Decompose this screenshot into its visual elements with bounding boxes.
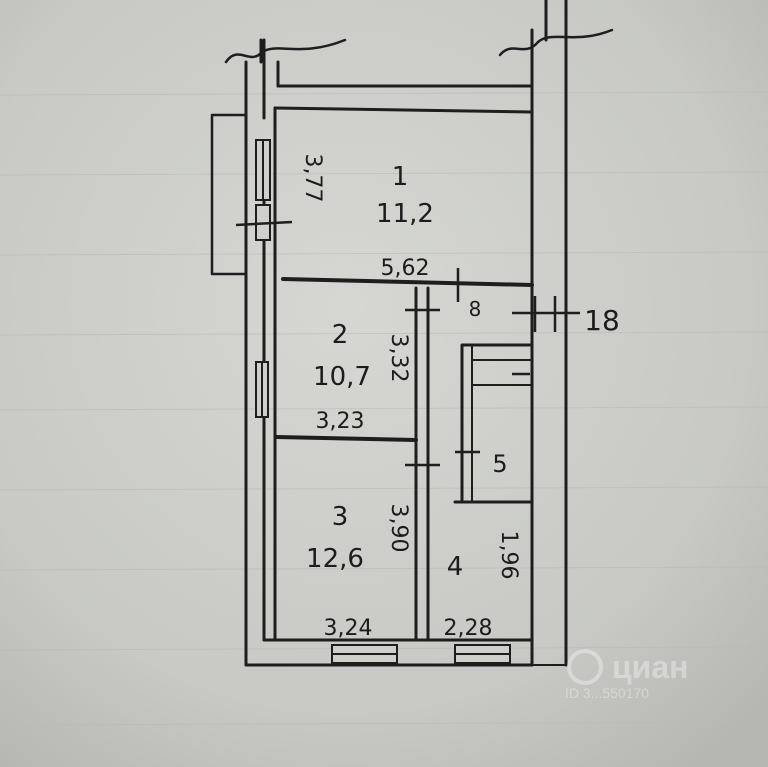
room5-number: 5 — [492, 450, 507, 478]
break-mark-right — [498, 28, 614, 57]
room4-depth: 1,96 — [496, 531, 521, 580]
watermark-brand: циан — [612, 649, 688, 685]
watermark: циан ID 3...550170 — [565, 649, 688, 701]
plan-walls — [210, 0, 614, 667]
paper-ruling — [0, 91, 768, 726]
partition-room2-room3 — [274, 435, 418, 442]
watermark-logo-icon — [567, 649, 603, 685]
room2-width: 3,23 — [316, 409, 365, 434]
room2-number: 2 — [332, 320, 349, 350]
room3-number: 3 — [332, 502, 349, 532]
top-wall-inner — [273, 106, 534, 114]
labels: 1 11,2 5,62 3,77 2 10,7 3,23 3,32 3 12,6… — [300, 154, 620, 641]
room4-width: 2,28 — [444, 616, 493, 641]
door-marks — [235, 220, 580, 467]
room4-number: 4 — [447, 552, 464, 582]
room2-depth: 3,32 — [386, 334, 411, 383]
break-mark-left — [224, 38, 347, 64]
room3-area: 12,6 — [306, 544, 364, 574]
room1-depth: 3,77 — [300, 154, 325, 203]
corridor-label: 8 — [469, 297, 482, 321]
room1-width: 5,62 — [381, 256, 430, 281]
room2-area: 10,7 — [313, 362, 371, 392]
windows — [255, 139, 511, 664]
wall-label: 18 — [584, 304, 620, 337]
room1-area: 11,2 — [376, 199, 434, 229]
partition-room1-room2 — [281, 277, 534, 287]
watermark-id: ID 3...550170 — [565, 685, 649, 701]
room3-depth: 3,90 — [386, 504, 411, 553]
room1-number: 1 — [392, 162, 409, 192]
room3-width: 3,24 — [324, 616, 373, 641]
balcony-outline — [210, 113, 248, 276]
